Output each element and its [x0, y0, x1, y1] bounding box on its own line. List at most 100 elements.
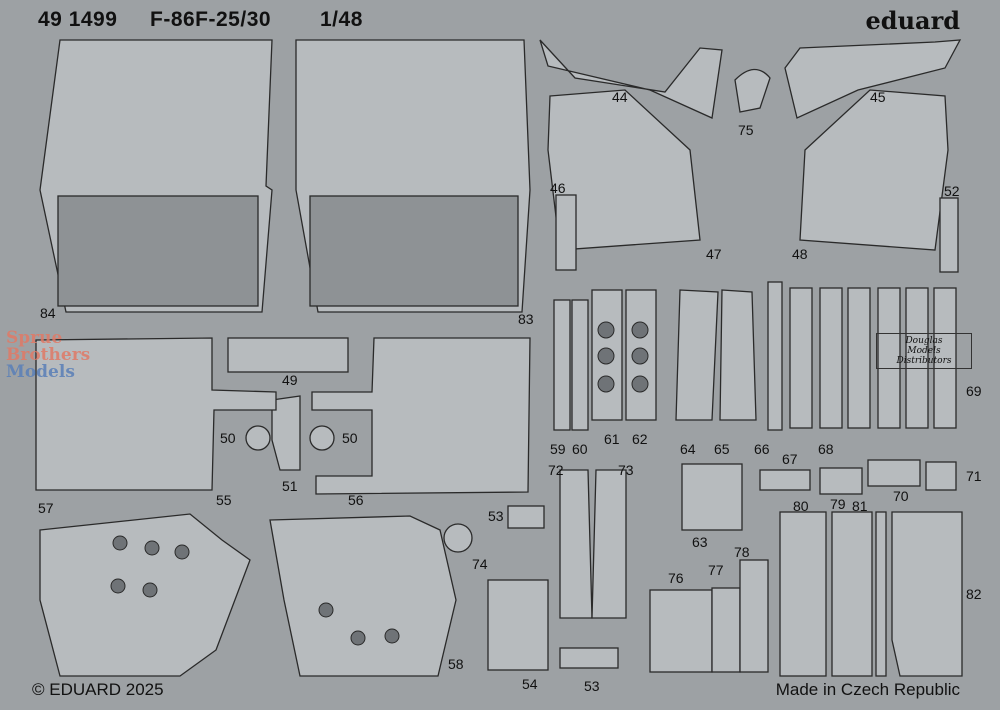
part-56 — [311, 337, 531, 495]
logo-line: Models — [907, 346, 941, 356]
part-50-right — [309, 425, 335, 451]
part-number: 44 — [612, 89, 628, 105]
part-49 — [227, 337, 349, 373]
part-74 — [443, 523, 473, 553]
watermark-line: Models — [6, 362, 75, 382]
part-75 — [734, 68, 771, 113]
part-number: 67 — [782, 451, 798, 467]
part-number: 52 — [944, 183, 960, 199]
part-76 — [649, 589, 713, 673]
part-number: 72 — [548, 462, 564, 478]
hole — [597, 347, 615, 365]
part-number: 73 — [618, 462, 634, 478]
part-80-81-rest — [875, 511, 887, 677]
part-63 — [681, 463, 743, 531]
part-number: 54 — [522, 676, 538, 692]
part-number: 51 — [282, 478, 298, 494]
part-59 — [553, 299, 571, 431]
part-number: 68 — [818, 441, 834, 457]
copyright-text: © EDUARD 2025 — [32, 680, 164, 699]
part-53-bottom — [559, 647, 619, 669]
part-81 — [831, 511, 873, 677]
part-number: 59 — [550, 441, 566, 457]
part-number: 58 — [448, 656, 464, 672]
part-number: 61 — [604, 431, 620, 447]
part-number: 50 — [342, 430, 358, 446]
part-60 — [571, 299, 589, 431]
hole — [110, 578, 126, 594]
part-number: 80 — [793, 498, 809, 514]
part-number: 71 — [966, 468, 982, 484]
set-number: 49 1499 — [38, 8, 118, 31]
eduard-logo: eduard — [865, 6, 960, 35]
part-51 — [271, 395, 301, 471]
part-number: 69 — [966, 383, 982, 399]
part-number: 46 — [550, 180, 566, 196]
part-number: 83 — [518, 311, 534, 327]
part-number: 66 — [754, 441, 770, 457]
part-number: 47 — [706, 246, 722, 262]
part-55 — [35, 337, 277, 491]
logo-line: Douglas — [905, 336, 943, 346]
hole — [144, 540, 160, 556]
part-68c — [847, 287, 871, 429]
hole — [631, 347, 649, 365]
part-number: 81 — [852, 498, 868, 514]
part-44 — [539, 39, 723, 119]
part-number: 57 — [38, 500, 54, 516]
part-number: 50 — [220, 430, 236, 446]
hole — [597, 375, 615, 393]
part-number: 53 — [584, 678, 600, 694]
logo-line: Distributors — [896, 356, 952, 366]
part-66 — [767, 281, 783, 431]
part-69c — [933, 287, 957, 429]
hole — [112, 535, 128, 551]
part-67 — [759, 469, 811, 491]
part-77 — [711, 587, 741, 673]
part-52 — [939, 197, 959, 273]
part-69a — [877, 287, 901, 429]
watermark-line: Brothers — [6, 345, 91, 365]
part-82 — [891, 511, 963, 677]
watermark-line: Sprue — [6, 328, 63, 348]
origin-text: Made in Czech Republic — [775, 680, 960, 699]
part-78 — [739, 559, 769, 673]
part-number: 76 — [668, 570, 684, 586]
part-number: 53 — [488, 508, 504, 524]
part-53-top — [507, 505, 545, 529]
hole — [350, 630, 366, 646]
part-number: 62 — [632, 431, 648, 447]
part-number: 48 — [792, 246, 808, 262]
part-number: 75 — [738, 122, 754, 138]
part-number: 74 — [472, 556, 488, 572]
part-number: 63 — [692, 534, 708, 550]
part-73 — [591, 469, 627, 619]
part-70 — [867, 459, 921, 487]
part-number: 84 — [40, 305, 56, 321]
hole — [597, 321, 615, 339]
part-84-recess — [57, 195, 259, 307]
model-name: F-86F-25/30 — [150, 8, 272, 31]
part-64 — [675, 289, 719, 421]
part-number: 64 — [680, 441, 696, 457]
part-number: 70 — [893, 488, 909, 504]
part-69b — [905, 287, 929, 429]
part-number: 60 — [572, 441, 588, 457]
part-number: 82 — [966, 586, 982, 602]
hole — [384, 628, 400, 644]
part-50-left — [245, 425, 271, 451]
part-68a — [789, 287, 813, 429]
part-46 — [555, 194, 577, 271]
part-79 — [819, 467, 863, 495]
part-number: 77 — [708, 562, 724, 578]
part-47 — [547, 89, 701, 251]
hole — [631, 321, 649, 339]
distributor-logo: Douglas Models Distributors — [876, 333, 972, 369]
hole — [318, 602, 334, 618]
part-number: 49 — [282, 372, 298, 388]
part-58 — [269, 515, 457, 677]
part-number: 78 — [734, 544, 750, 560]
part-83-recess — [309, 195, 519, 307]
part-54 — [487, 579, 549, 671]
